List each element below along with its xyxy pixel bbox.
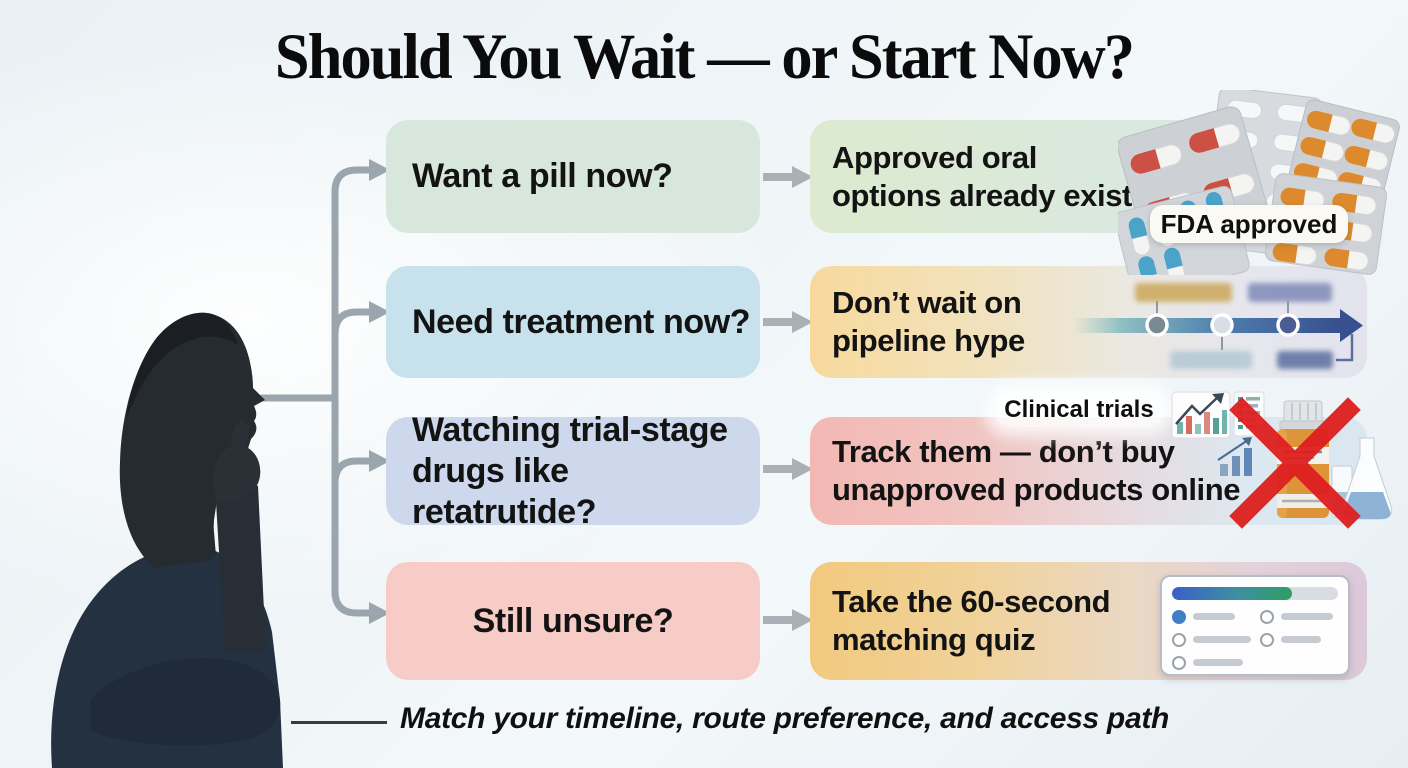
answer-text: unapproved products online — [832, 472, 1241, 507]
answer-text: options already exist — [832, 177, 1132, 213]
radio-selected-icon — [1172, 609, 1186, 624]
option-line — [1281, 636, 1321, 643]
drug-pipeline-timeline-icon — [1072, 283, 1363, 369]
question-text: Still unsure? — [472, 601, 674, 640]
quiz-card — [1160, 575, 1350, 676]
quiz-option — [1172, 655, 1260, 670]
question-text: Watching trial-stage — [412, 410, 728, 449]
clinical-trials-graphics — [1171, 391, 1393, 529]
clinical-trials-label: Clinical trials — [994, 392, 1164, 427]
quiz-option — [1172, 609, 1260, 624]
radio-icon — [1260, 609, 1274, 624]
question-text: Want a pill now? — [412, 157, 673, 195]
question-text: drugs like retatrutide? — [412, 451, 597, 531]
question-text: Need treatment now? — [412, 302, 751, 341]
question-box-still-unsure: Still unsure? — [386, 562, 760, 680]
pill-blister-packs-icon — [1118, 90, 1400, 275]
question-box-trial-stage: Watching trial-stage drugs like retatrut… — [386, 411, 760, 531]
answer-text: Approved oral — [832, 139, 1037, 175]
quiz-option — [1260, 609, 1333, 624]
red-x-icon — [1229, 397, 1361, 529]
thinking-person-silhouette — [51, 312, 283, 768]
answer-text: Don’t wait on — [832, 285, 1022, 320]
option-line — [1281, 613, 1333, 620]
option-line — [1193, 613, 1235, 620]
radio-icon — [1260, 632, 1274, 647]
caption-dash — [291, 721, 387, 724]
fda-approved-badge: FDA approved — [1150, 205, 1348, 243]
trend-bar-chart-icon — [1171, 391, 1231, 439]
radio-icon — [1172, 632, 1186, 647]
progress-bar-fill — [1172, 587, 1292, 600]
answer-text: pipeline hype — [832, 323, 1025, 358]
caption-text: Match your timeline, route preference, a… — [400, 702, 1170, 735]
progress-bar — [1172, 587, 1338, 600]
question-box-need-treatment: Need treatment now? — [386, 266, 760, 378]
option-line — [1193, 636, 1251, 643]
question-box-pill-now: Want a pill now? — [386, 120, 760, 233]
quiz-option — [1172, 632, 1260, 647]
option-line — [1193, 659, 1243, 666]
answer-text: matching quiz — [832, 622, 1036, 657]
quiz-option — [1260, 632, 1333, 647]
page-title: Should You Wait — or Start Now? — [274, 21, 1135, 93]
rising-bars-icon — [1217, 437, 1252, 476]
answer-text: Take the 60-second — [832, 584, 1111, 619]
answer-text: Track them — don’t buy — [832, 434, 1175, 469]
radio-icon — [1172, 655, 1186, 670]
